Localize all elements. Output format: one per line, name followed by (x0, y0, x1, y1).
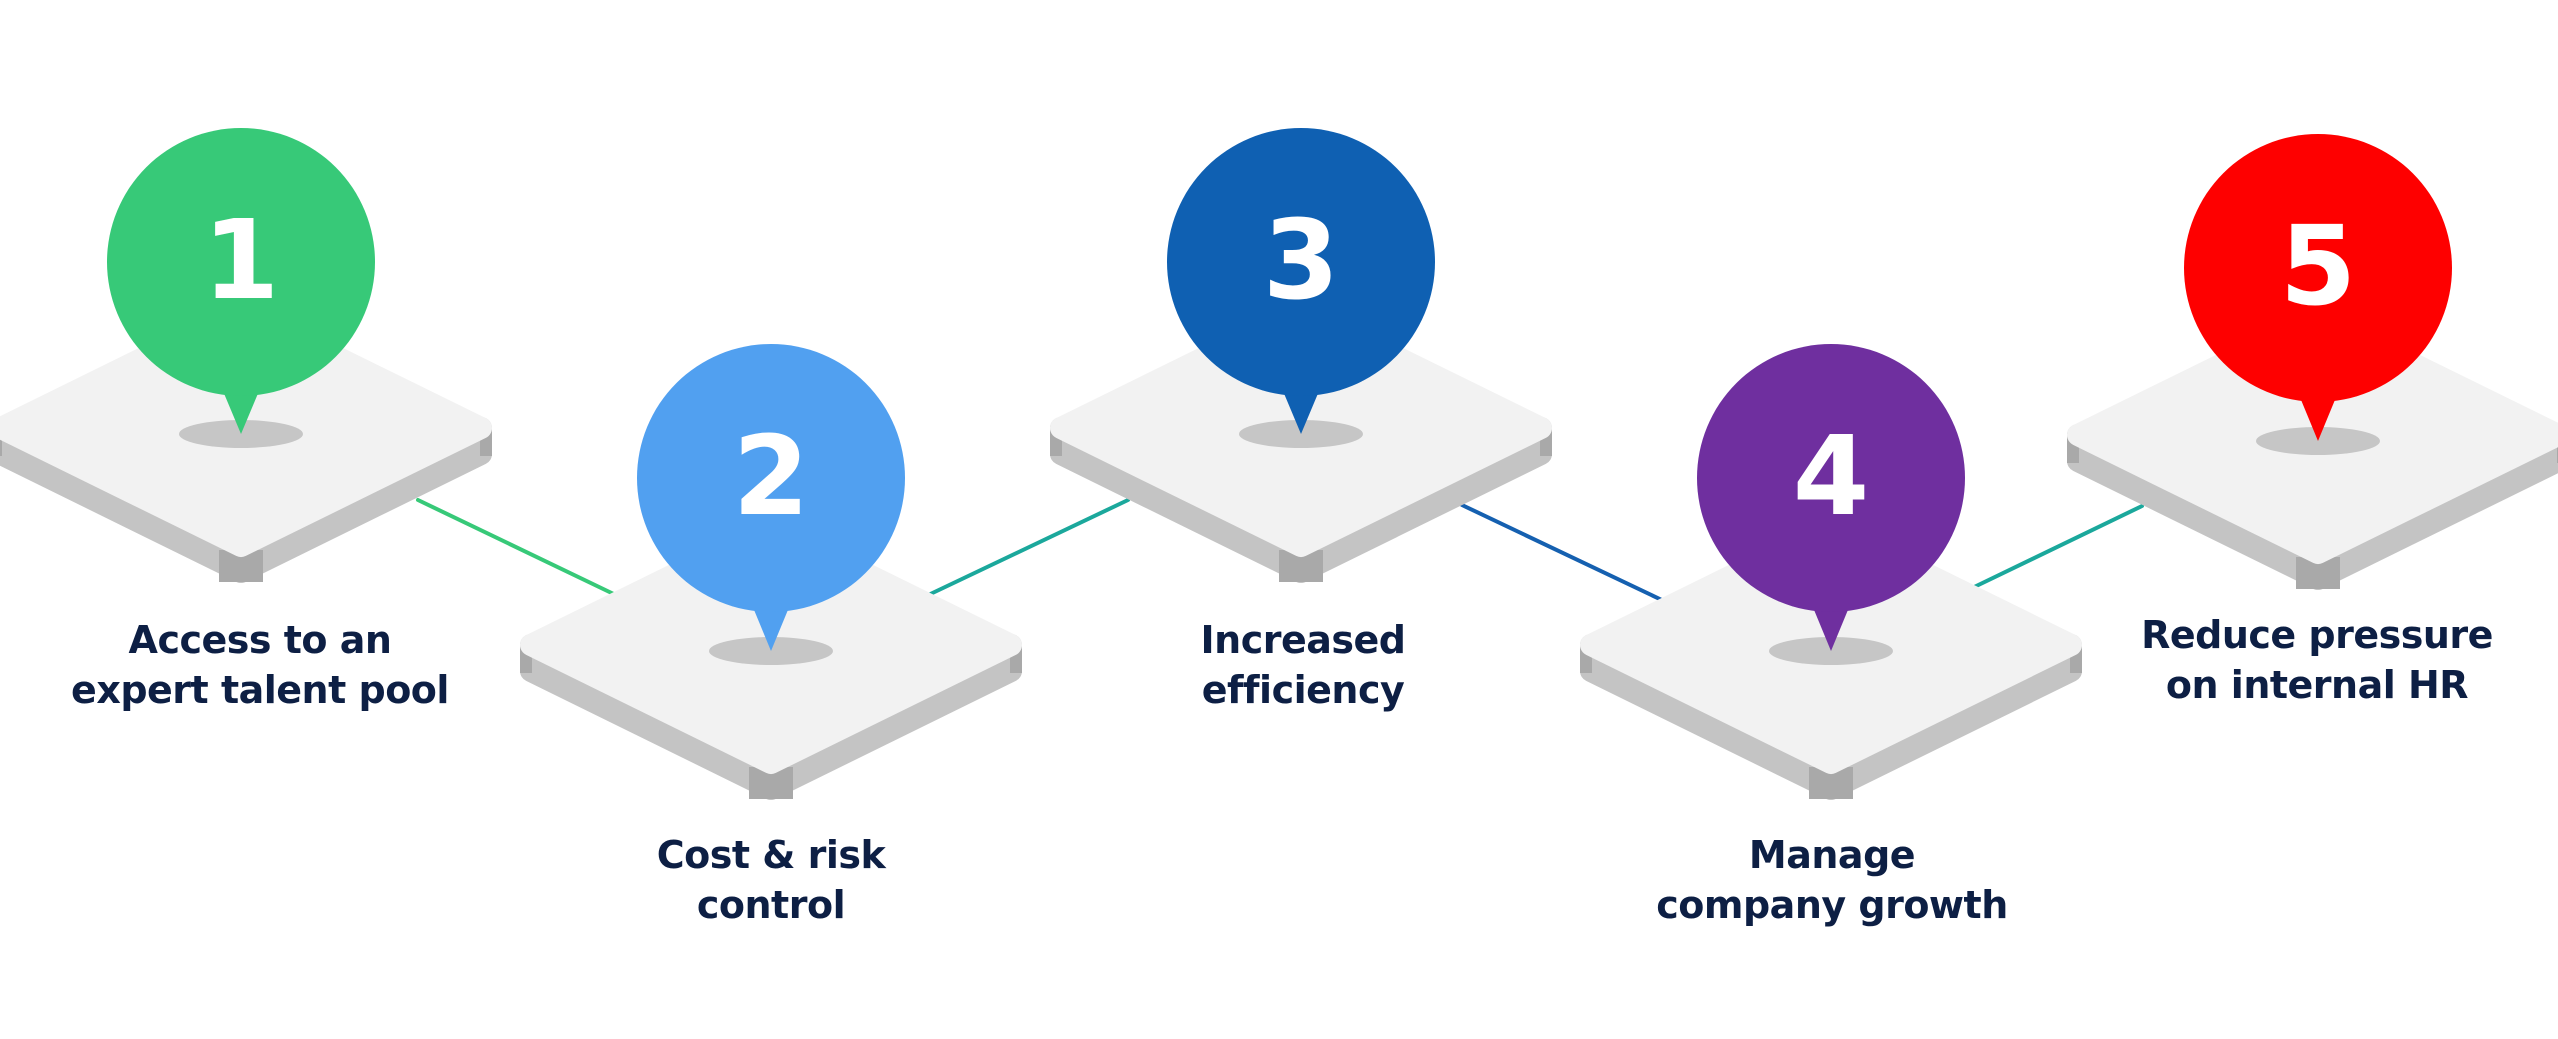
pin-circle (1167, 128, 1435, 396)
step-4-label-line-1: Manage (1748, 833, 1916, 877)
step-3-label: Increased efficiency (1043, 615, 1563, 715)
connector-line-3 (1460, 503, 1668, 604)
pin-circle (2184, 134, 2452, 402)
connector-line-2 (920, 498, 1130, 600)
step-3-number: 3 (1263, 196, 1340, 324)
step-5-label: Reduce pressure on internal HR (2057, 610, 2558, 710)
step-3-label-line-1: Increased (1200, 618, 1406, 662)
platform-left-corner (0, 430, 2, 456)
step-2-number: 2 (733, 412, 810, 540)
step-5-label-line-1: Reduce pressure (2141, 613, 2493, 657)
step-2-label: Cost & risk control (511, 830, 1031, 930)
step-5-label-line-2: on internal HR (2165, 663, 2469, 707)
step-2-label-line-1: Cost & risk (656, 833, 886, 877)
pin-circle (637, 344, 905, 612)
step-3-marker: 3 (1050, 128, 1552, 583)
step-2-marker: 2 (520, 344, 1022, 800)
step-1-label-line-1: Access to an (128, 618, 392, 662)
step-4-number: 4 (1793, 412, 1870, 540)
step-1-number: 1 (203, 196, 280, 324)
step-1-label-line-2: expert talent pool (71, 668, 449, 712)
step-5-number: 5 (2280, 202, 2357, 330)
step-4-marker: 4 (1580, 344, 2082, 800)
connector-line-1 (416, 498, 624, 600)
connector-line-4 (1966, 504, 2144, 592)
pin-circle (1697, 344, 1965, 612)
step-4-label-line-2: company growth (1656, 883, 2008, 927)
step-5-marker: 5 (2067, 134, 2558, 590)
step-1-marker: 1 (0, 128, 492, 583)
step-4-label: Manage company growth (1572, 830, 2092, 930)
step-2-label-line-2: control (696, 883, 846, 927)
step-3-label-line-2: efficiency (1201, 668, 1405, 712)
pin-circle (107, 128, 375, 396)
step-1-label: Access to an expert talent pool (0, 615, 520, 715)
